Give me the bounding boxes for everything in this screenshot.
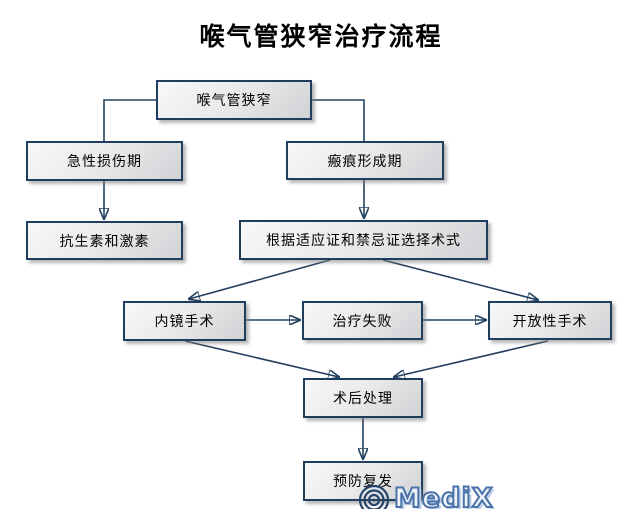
node-antibiotics-hormones: 抗生素和激素 [26, 221, 183, 260]
node-scar-formation-phase: 瘢痕形成期 [286, 141, 444, 180]
node-treatment-failure: 治疗失败 [302, 301, 423, 340]
node-acute-injury-phase: 急性损伤期 [26, 141, 183, 181]
edge-stenosis-to-acute [103, 99, 156, 141]
edge-stenosis-to-scar [312, 99, 365, 141]
copyright-icon [358, 484, 390, 509]
page-title: 喉气管狭窄治疗流程 [199, 22, 443, 51]
watermark-brand: MediX [393, 482, 494, 509]
node-prevent-recurrence: 预防复发 [303, 461, 423, 501]
edge-select-to-open [382, 259, 538, 300]
node-postop-management: 术后处理 [303, 378, 423, 418]
watermark: MediX [358, 480, 494, 509]
edge-open-to-postop [394, 340, 549, 377]
edge-endoscopic-to-postop [184, 340, 339, 377]
node-stenosis: 喉气管狭窄 [156, 80, 312, 120]
edge-select-to-endoscopic [189, 259, 331, 299]
node-open-surgery: 开放性手术 [488, 301, 612, 340]
node-select-procedure: 根据适应证和禁忌证选择术式 [239, 220, 488, 260]
node-endoscopic-surgery: 内镜手术 [123, 301, 246, 341]
